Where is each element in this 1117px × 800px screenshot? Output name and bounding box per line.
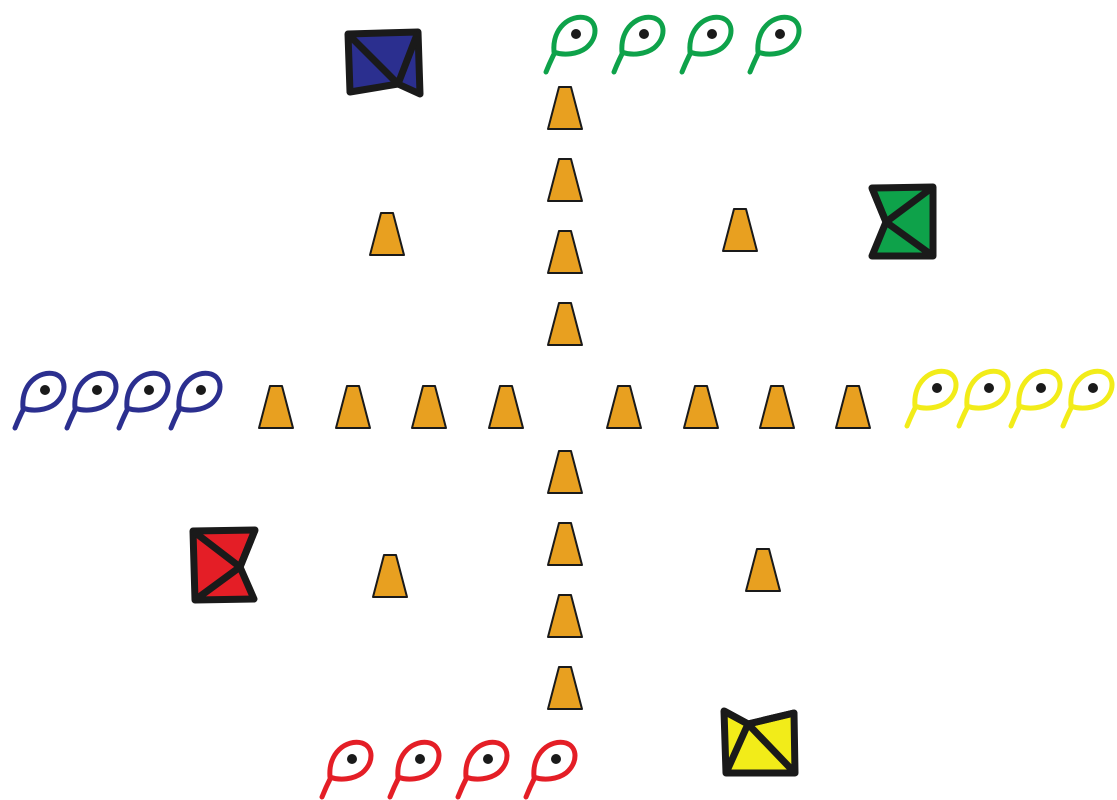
track-cone-icon[interactable] [548, 451, 582, 493]
corner-cone-icon[interactable] [373, 555, 407, 597]
pawn-icon[interactable] [171, 373, 220, 428]
track-cone-icon[interactable] [548, 303, 582, 345]
pawn-icon[interactable] [546, 17, 595, 72]
pawn-icon[interactable] [959, 371, 1008, 426]
pawn-icon[interactable] [526, 742, 575, 797]
reserve-red [322, 742, 575, 797]
track-cone-icon[interactable] [548, 595, 582, 637]
pawn-icon[interactable] [750, 17, 799, 72]
corner-cone-icon[interactable] [723, 209, 757, 251]
corner-cone-icon[interactable] [370, 213, 404, 255]
track-cone-icon[interactable] [336, 386, 370, 428]
pawn-icon[interactable] [390, 742, 439, 797]
pawn-icon[interactable] [15, 373, 64, 428]
pawn-icon[interactable] [322, 742, 371, 797]
pawn-icon[interactable] [614, 17, 663, 72]
cone-track [259, 87, 870, 709]
pawn-icon[interactable] [1063, 371, 1112, 426]
track-cone-icon[interactable] [548, 87, 582, 129]
pawn-icon[interactable] [119, 373, 168, 428]
base-blue[interactable] [348, 32, 420, 94]
track-cone-icon[interactable] [548, 523, 582, 565]
track-cone-icon[interactable] [548, 159, 582, 201]
track-cone-icon[interactable] [259, 386, 293, 428]
track-cone-icon[interactable] [489, 386, 523, 428]
base-green[interactable] [872, 187, 933, 256]
track-cone-icon[interactable] [684, 386, 718, 428]
reserve-green [546, 17, 799, 72]
track-cone-icon[interactable] [607, 386, 641, 428]
pawn-icon[interactable] [907, 371, 956, 426]
base-red[interactable] [193, 530, 255, 600]
base-yellow[interactable] [724, 711, 795, 773]
pawn-icon[interactable] [458, 742, 507, 797]
corner-cone-icon[interactable] [746, 549, 780, 591]
track-cone-icon[interactable] [836, 386, 870, 428]
pawn-icon[interactable] [1011, 371, 1060, 426]
pawn-icon[interactable] [682, 17, 731, 72]
track-cone-icon[interactable] [412, 386, 446, 428]
pawn-icon[interactable] [67, 373, 116, 428]
track-cone-icon[interactable] [548, 667, 582, 709]
reserve-yellow [907, 371, 1112, 426]
reserve-blue [15, 373, 220, 428]
track-cone-icon[interactable] [760, 386, 794, 428]
track-cone-icon[interactable] [548, 231, 582, 273]
